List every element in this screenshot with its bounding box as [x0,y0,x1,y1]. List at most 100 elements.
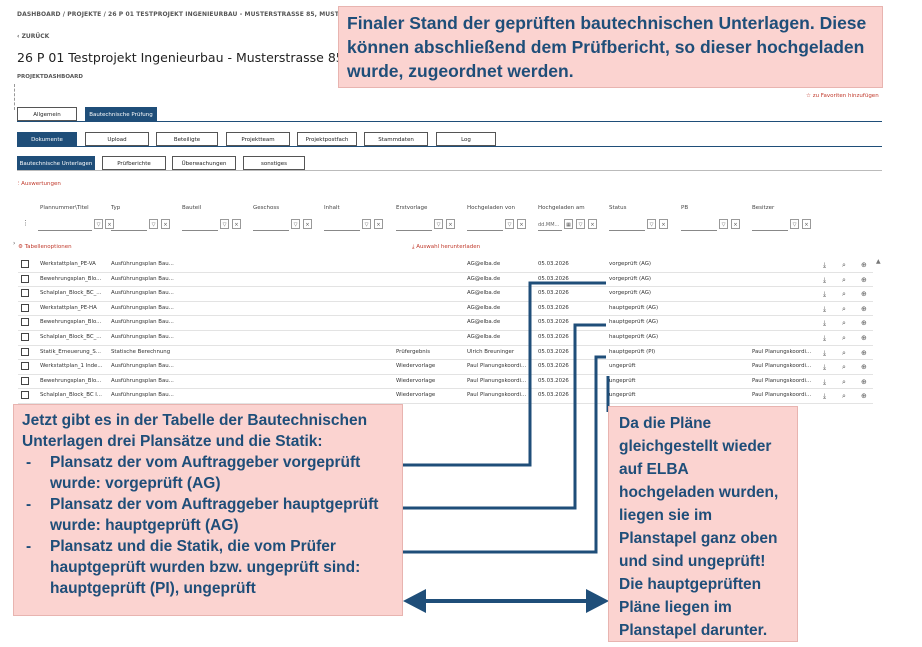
clear-filter-icon[interactable]: × [232,219,241,229]
tabellenoptionen-button[interactable]: ⚙ Tabellenoptionen [18,244,72,250]
back-link[interactable]: ‹ ZURÜCK [17,33,49,40]
row-checkbox[interactable] [21,303,29,312]
column-header[interactable]: Hochgeladen am [538,205,585,211]
filter-input[interactable] [609,219,645,231]
clear-filter-icon[interactable]: × [105,219,114,229]
tab-ueberwachungen[interactable]: Überwachungen [172,156,236,170]
filter-input[interactable] [752,219,788,231]
add-icon[interactable]: ⊕ [861,261,867,269]
tab-log[interactable]: Log [436,132,496,146]
tab-upload[interactable]: Upload [85,132,149,146]
filter-input[interactable] [253,219,289,231]
clear-filter-icon[interactable]: × [802,219,811,229]
column-header[interactable]: Bauteil [182,205,202,211]
add-icon[interactable]: ⊕ [861,319,867,328]
tab-projektteam[interactable]: Projektteam [226,132,290,146]
row-checkbox[interactable] [21,362,29,371]
column-header[interactable]: Geschoss [253,205,280,211]
download-icon[interactable]: ⤓ [823,290,827,299]
row-checkbox[interactable] [21,289,29,298]
clear-filter-icon[interactable]: × [659,219,668,229]
download-icon[interactable]: ⤓ [823,348,827,357]
add-icon[interactable]: ⊕ [861,275,867,284]
filter-icon[interactable]: ▽ [362,219,371,229]
filter-icon[interactable]: ▽ [94,219,103,229]
search-icon[interactable]: ⌕ [842,261,846,269]
download-icon[interactable]: ⤓ [823,275,827,284]
column-header[interactable]: Plannummer\Titel [40,205,89,211]
search-icon[interactable]: ⌕ [842,304,846,313]
tab-allgemein[interactable]: Allgemein [17,107,77,121]
filter-input[interactable] [111,219,147,231]
clear-filter-icon[interactable]: × [161,219,170,229]
filter-icon[interactable]: ▽ [149,219,158,229]
date-filter-input[interactable]: dd.MM... [538,219,562,231]
breadcrumb[interactable]: DASHBOARD / PROJEKTE / 26 P 01 TESTPROJE… [17,11,409,18]
filter-input[interactable] [396,219,432,231]
row-checkbox[interactable] [21,318,29,327]
table-row[interactable]: Schalplan_Block_BC_...Ausführungsplan Ba… [18,330,873,346]
download-icon[interactable]: ⤓ [823,304,827,313]
search-icon[interactable]: ⌕ [842,334,846,342]
filter-icon[interactable]: ▽ [291,219,300,229]
more-options-icon[interactable]: ⋮ [22,219,29,227]
table-row[interactable]: Werkstattplan_1 Inde...Ausführungsplan B… [18,359,873,375]
row-checkbox[interactable] [21,260,29,268]
column-header[interactable]: Inhalt [324,205,340,211]
filter-input[interactable] [38,219,92,231]
download-icon[interactable]: ⤓ [823,261,827,269]
table-row[interactable]: Schalplan_Block_BC_...Ausführungsplan Ba… [18,286,873,302]
add-icon[interactable]: ⊕ [861,348,867,357]
calendar-icon[interactable]: ▦ [564,219,573,229]
favorite-button[interactable]: ☆ zu Favoriten hinzufügen [806,93,879,99]
filter-icon[interactable]: ▽ [505,219,514,229]
table-row[interactable]: Schalplan_Block_BC I...Ausführungsplan B… [18,388,873,404]
column-header[interactable]: Hochgeladen von [467,205,515,211]
filter-input[interactable] [467,219,503,231]
table-row[interactable]: Bewehrungsplan_Blo...Ausführungsplan Bau… [18,315,873,331]
tab-stammdaten[interactable]: Stammdaten [364,132,428,146]
row-checkbox[interactable] [21,391,29,400]
tab-beteiligte[interactable]: Beteiligte [156,132,218,146]
clear-filter-icon[interactable]: × [303,219,312,229]
column-header[interactable]: Status [609,205,627,211]
scroll-up-icon[interactable]: ▲ [876,258,881,265]
download-icon[interactable]: ⤓ [823,319,827,328]
search-icon[interactable]: ⌕ [842,275,846,284]
filter-input[interactable] [182,219,218,231]
filter-input[interactable] [324,219,360,231]
download-icon[interactable]: ⤓ [823,392,827,401]
download-icon[interactable]: ⤓ [823,377,827,386]
tab-sonstiges[interactable]: sonstiges [243,156,305,170]
clear-filter-icon[interactable]: × [446,219,455,229]
filter-icon[interactable]: ▽ [647,219,656,229]
search-icon[interactable]: ⌕ [842,319,846,328]
row-checkbox[interactable] [21,347,29,356]
table-row[interactable]: Statik_Erneuerung_S...Statische Berechnu… [18,345,873,361]
row-checkbox[interactable] [21,376,29,385]
filter-icon[interactable]: ▽ [434,219,443,229]
chevron-right-icon[interactable]: › [13,240,16,247]
clear-filter-icon[interactable]: × [374,219,383,229]
tab-projektpostfach[interactable]: Projektpostfach [297,132,357,146]
column-header[interactable]: Besitzer [752,205,775,211]
tab-bautechnische-unterlagen[interactable]: Bautechnische Unterlagen [17,156,95,170]
search-icon[interactable]: ⌕ [842,290,846,299]
search-icon[interactable]: ⌕ [842,348,846,357]
row-checkbox[interactable] [21,333,29,341]
row-checkbox[interactable] [21,274,29,283]
add-icon[interactable]: ⊕ [861,377,867,386]
filter-icon[interactable]: ▽ [790,219,799,229]
clear-filter-icon[interactable]: × [588,219,597,229]
search-icon[interactable]: ⌕ [842,392,846,401]
tab-bautechnische-pruefung[interactable]: Bautechnische Prüfung [85,107,157,121]
add-icon[interactable]: ⊕ [861,392,867,401]
column-header[interactable]: Erstvorlage [396,205,428,211]
add-icon[interactable]: ⊕ [861,334,867,342]
download-selection-button[interactable]: ⤓ Auswahl herunterladen [412,244,480,251]
search-icon[interactable]: ⌕ [842,377,846,386]
download-icon[interactable]: ⤓ [823,363,827,372]
clear-filter-icon[interactable]: × [517,219,526,229]
